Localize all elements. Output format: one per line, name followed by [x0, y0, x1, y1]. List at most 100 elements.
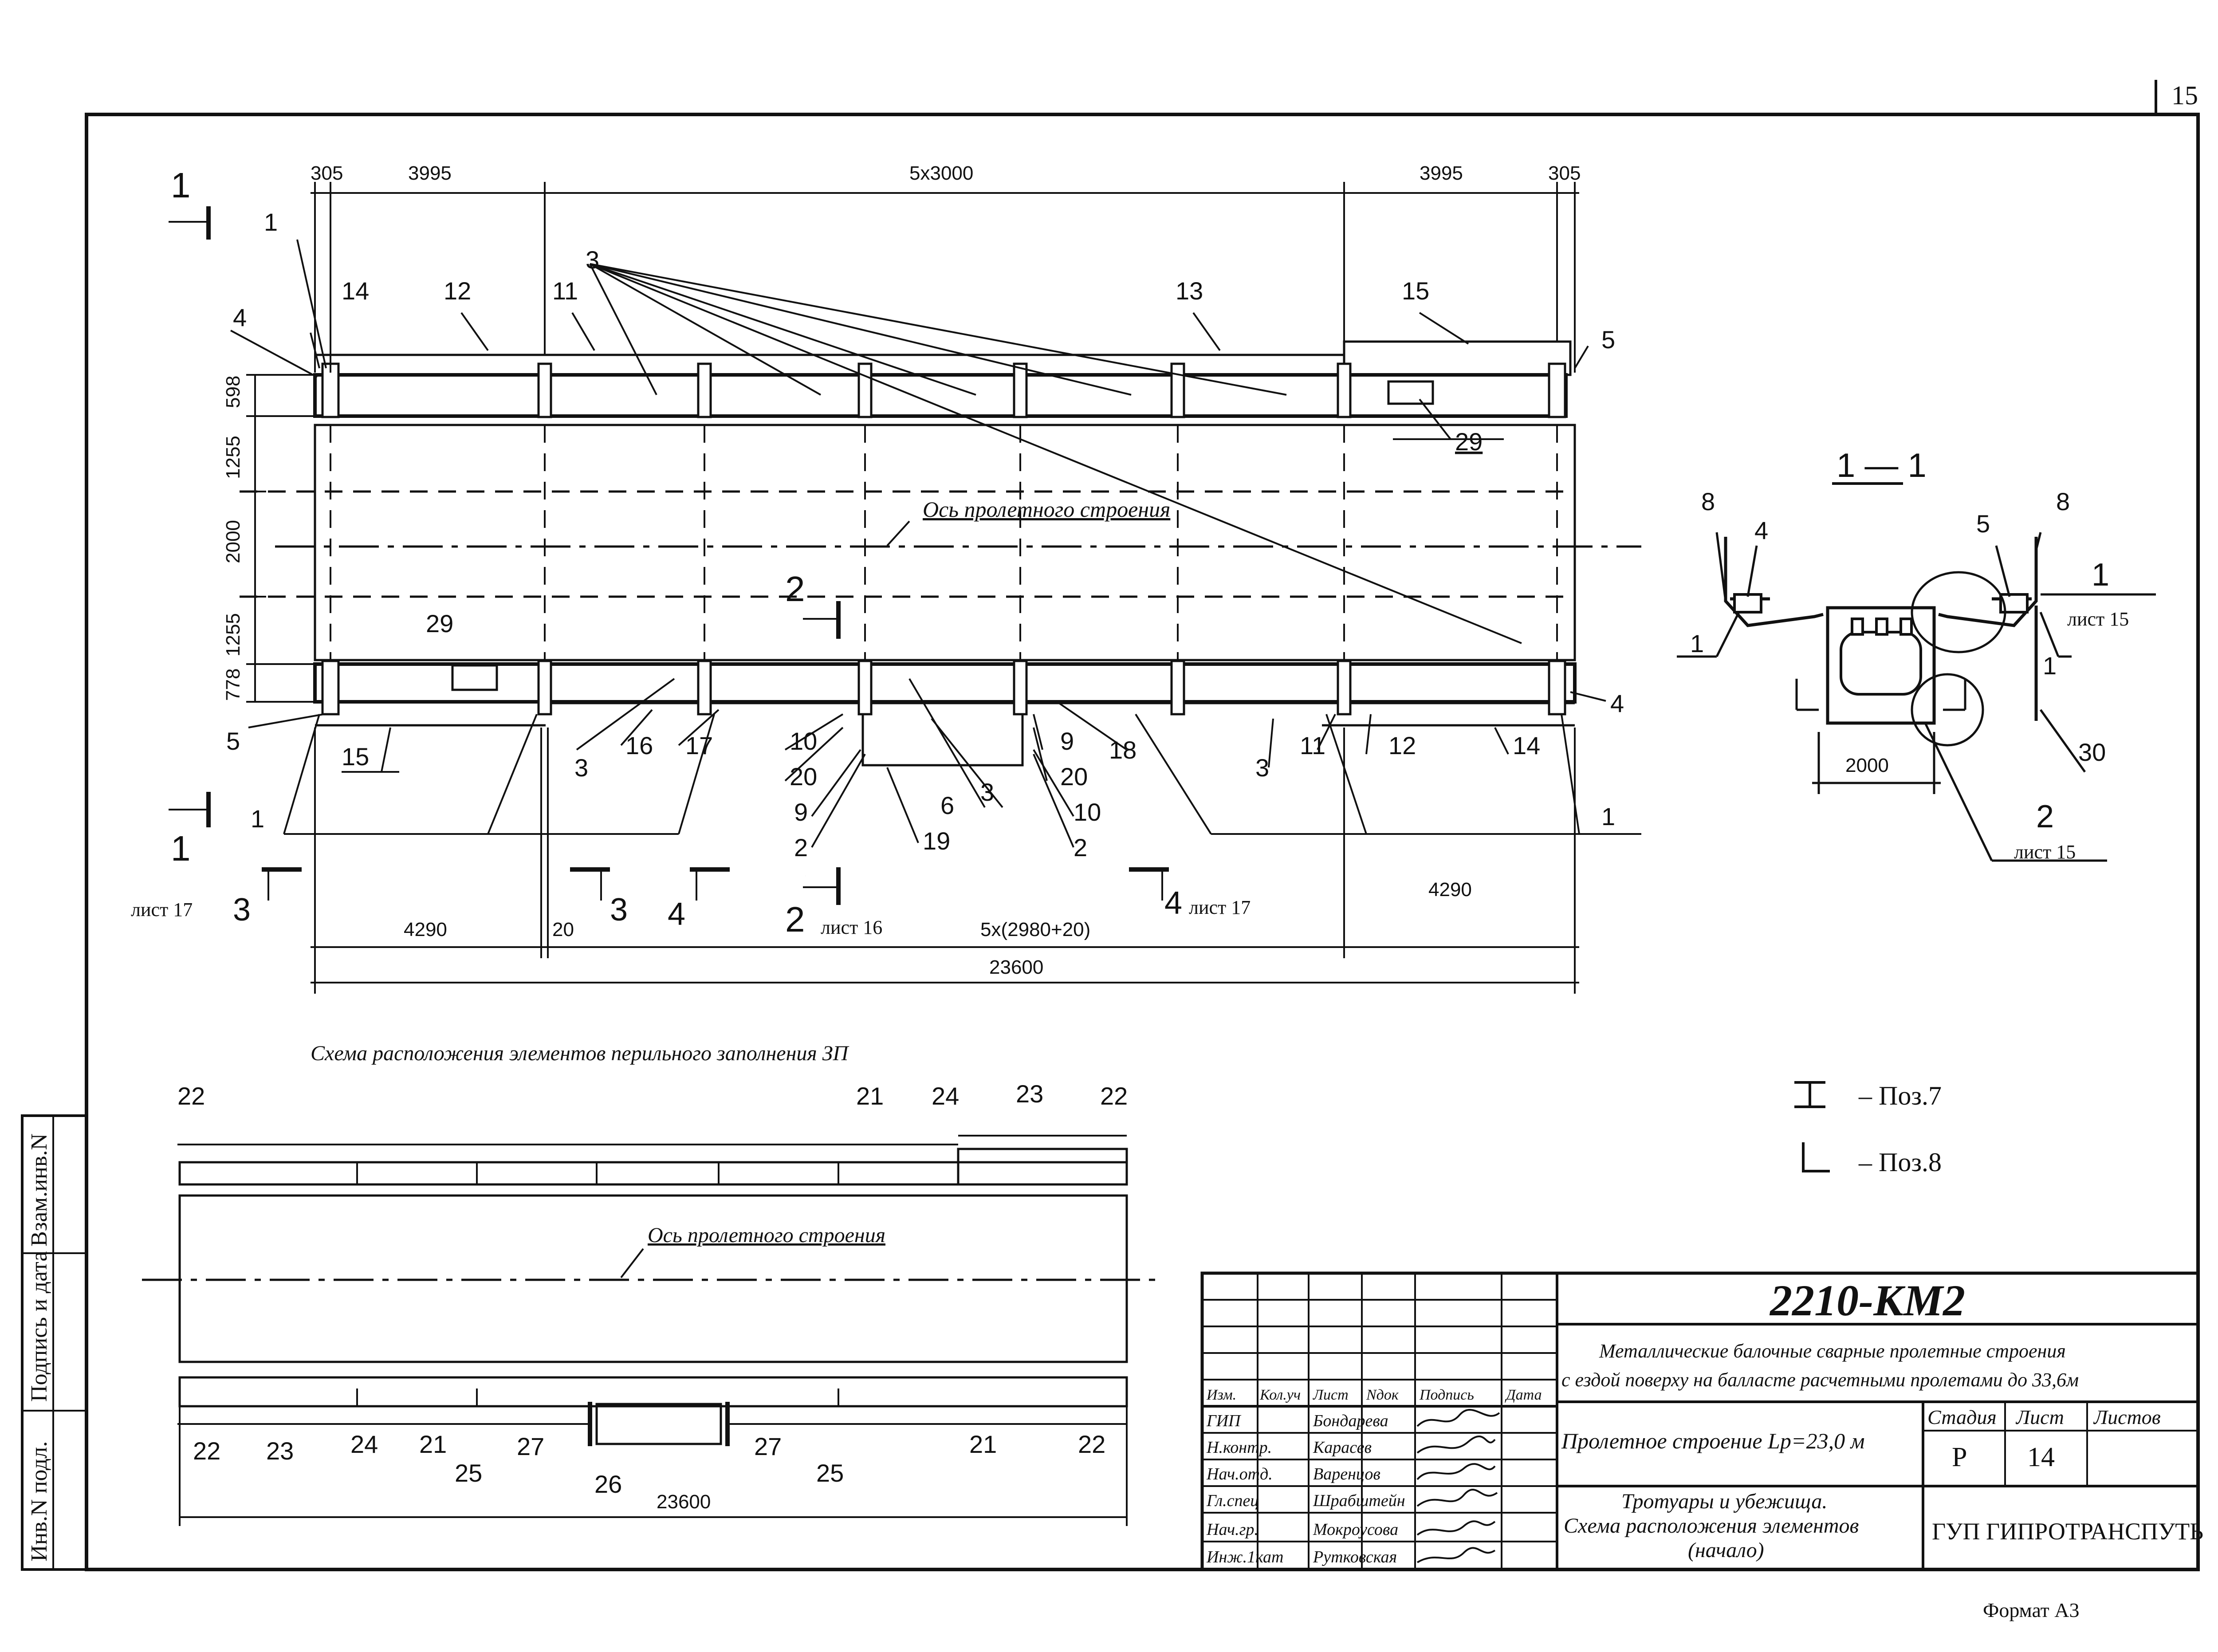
dim-top-4: 3995 — [1420, 162, 1463, 184]
rail-top-24: 24 — [932, 1082, 959, 1110]
sec-label-1-left: 1 — [1690, 629, 1704, 657]
title-block: 2210-КМ2 Металлические балочные сварные … — [1200, 1271, 2203, 1571]
sec-label-8-left: 8 — [1701, 488, 1715, 515]
drawing-code: 2210-КМ2 — [1769, 1276, 1965, 1325]
pos-10-bottom-b: 10 — [1074, 798, 1101, 826]
object-title: Пролетное строение Lp=23,0 м — [1561, 1428, 1865, 1453]
pos-1-top: 1 — [264, 208, 278, 236]
sec-label-1-callout: 1 — [2092, 557, 2109, 593]
drawing-title-1: Тротуары и убежища. — [1621, 1490, 1827, 1513]
dim-left-3: 2000 — [222, 520, 244, 563]
rail-bot-25-left: 25 — [455, 1459, 482, 1487]
pos-29-top: 29 — [1455, 428, 1483, 456]
rail-bot-22-left: 22 — [193, 1437, 220, 1465]
pos-1-bottom-right: 1 — [1601, 802, 1615, 830]
plan-view: Ось пролетного строения — [131, 162, 1641, 994]
pos-13-top: 13 — [1176, 277, 1203, 305]
role-3: Нач.отд. — [1206, 1465, 1273, 1483]
pos-2-bottom-a: 2 — [794, 834, 808, 861]
hdr-kol: Кол.уч — [1259, 1387, 1301, 1403]
pos-15-bottom: 15 — [342, 743, 369, 771]
dim-left-2: 1255 — [222, 436, 244, 479]
rail-bot-21-left: 21 — [419, 1430, 447, 1458]
angle-icon — [1802, 1142, 1830, 1172]
pos-20-bottom-a: 20 — [790, 763, 817, 791]
plate-29-bottom — [451, 664, 498, 691]
pos-6-bottom: 6 — [940, 791, 954, 819]
dim-bottom-3: 5x(2980+20) — [980, 919, 1090, 940]
rail-top-21: 21 — [856, 1082, 884, 1110]
stage-header: Стадия — [1927, 1406, 1997, 1428]
dim-top-1: 305 — [311, 162, 343, 184]
pos-4-top: 4 — [233, 303, 247, 331]
pos-5-bottom: 5 — [226, 727, 240, 755]
sec-label-4: 4 — [1754, 516, 1768, 544]
dim-left-1: 598 — [222, 376, 244, 408]
section-cut-3-left: 3 — [233, 892, 251, 928]
name-6: Рутковская — [1313, 1548, 1397, 1566]
pos-20-bottom-b: 20 — [1060, 763, 1088, 791]
top-refuge — [1343, 340, 1572, 376]
section-cut-2-bottom: 2 — [785, 900, 805, 939]
railing-title: Схема расположения элементов перильного … — [311, 1042, 849, 1065]
format-label: Формат А3 — [1983, 1599, 2080, 1621]
section-cut-1-bottom: 1 — [171, 829, 191, 868]
pos-3-bottom-a: 3 — [574, 754, 588, 782]
top-walkway — [313, 373, 1568, 418]
dim-bottom-1: 4290 — [404, 919, 447, 940]
drawing-title-2: Схема расположения элементов — [1564, 1514, 1859, 1538]
sec-label-8-right: 8 — [2056, 488, 2070, 515]
name-3: Варенцов — [1313, 1465, 1380, 1483]
bottom-refuge — [861, 702, 1024, 767]
rail-bot-23: 23 — [266, 1437, 294, 1465]
sec-label-1-right: 1 — [2043, 652, 2057, 680]
section-cut-4-right: 4 — [1164, 885, 1182, 921]
sheet-ref-17-left: лист 17 — [131, 899, 193, 920]
sheet-value: 14 — [2027, 1442, 2055, 1472]
section-cut-4-left: 4 — [668, 897, 685, 932]
tee-icon — [1794, 1081, 1825, 1108]
dim-left-5: 778 — [222, 669, 244, 701]
pos-10-bottom-a: 10 — [790, 727, 817, 755]
role-1: ГИП — [1206, 1412, 1242, 1430]
rail-top-22-right: 22 — [1100, 1082, 1128, 1110]
railing-scheme: Схема расположения элементов перильного … — [142, 1042, 1162, 1526]
section-cut-1-top: 1 — [171, 165, 191, 205]
rail-bot-26: 26 — [594, 1470, 622, 1498]
section-cut-2-top: 2 — [785, 569, 805, 609]
pos-3-bottom-c: 3 — [1255, 754, 1269, 782]
role-2: Н.контр. — [1206, 1438, 1272, 1457]
pos-16-bottom: 16 — [625, 732, 653, 759]
dim-total: 23600 — [989, 956, 1043, 978]
section-title: 1 — 1 — [1837, 447, 1927, 484]
pos-18-bottom: 18 — [1109, 736, 1137, 764]
sec-dim-2000: 2000 — [1845, 755, 1889, 776]
rail-bot-22-right: 22 — [1078, 1430, 1105, 1458]
pos-14-bottom: 14 — [1513, 732, 1540, 759]
sec-label-2-callout: 2 — [2036, 799, 2054, 834]
sheet-ref-17-right: лист 17 — [1189, 897, 1251, 918]
pos-3-bottom-b: 3 — [980, 778, 994, 806]
pos-19-bottom: 19 — [923, 827, 950, 855]
sheet-frame — [85, 113, 2200, 1571]
pos-9-bottom-a: 9 — [794, 798, 808, 826]
role-6: Инж.1кат — [1206, 1548, 1283, 1566]
inv-podl-label: Инв.N подл. — [27, 1441, 52, 1562]
section-cut-3-right: 3 — [610, 892, 628, 928]
hdr-izm: Изм. — [1206, 1387, 1236, 1403]
position-numbers-plan: 1 4 14 12 3 11 13 15 5 29 29 5 15 3 16 1… — [226, 208, 1624, 877]
podpis-label: Подпись и дата — [27, 1251, 52, 1402]
stamp-description-1: Металлические балочные сварные пролетные… — [1599, 1340, 2066, 1362]
pos-11-top: 11 — [552, 277, 578, 305]
pos-4-bottom: 4 — [1610, 689, 1624, 717]
hdr-ndok: Nдок — [1366, 1387, 1399, 1403]
pos-12-top: 12 — [444, 277, 471, 305]
pos-15-top: 15 — [1402, 277, 1429, 305]
pos-12-bottom: 12 — [1388, 732, 1416, 759]
rail-bot-27-right: 27 — [754, 1432, 782, 1460]
signatures — [1416, 1409, 1500, 1563]
legend: – Поз.7 – Поз.8 — [1794, 1081, 1942, 1177]
dim-left-4: 1255 — [222, 613, 244, 657]
pos-14-top: 14 — [342, 277, 369, 305]
